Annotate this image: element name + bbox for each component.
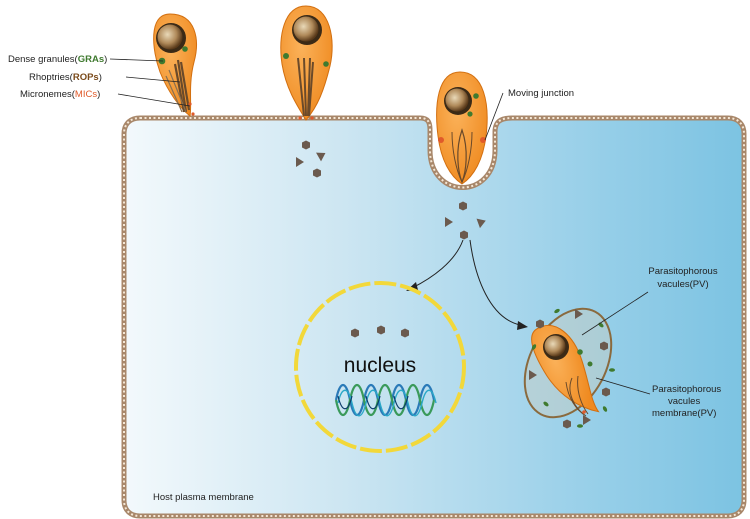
label-dense-granules: Dense granules(GRAs)	[8, 54, 107, 65]
label-pvm-line3: membrane(PV)	[652, 408, 716, 419]
nucleus-label: nucleus	[344, 354, 416, 377]
parasite-3-invading	[436, 71, 488, 185]
label-pv-line1: Parasitophorous	[648, 266, 717, 277]
host-nucleus: nucleus	[294, 281, 466, 453]
parasite-2	[280, 5, 333, 121]
label-pvm-line1: Parasitophorous	[652, 384, 721, 395]
label-pv-line2: vacules(PV)	[657, 279, 708, 290]
label-micronemes: Micronemes(MICs)	[20, 89, 100, 100]
host-plasma-membrane	[123, 117, 745, 517]
dna-helix	[334, 383, 437, 417]
label-pvm-line2: vacules	[668, 396, 700, 407]
label-moving-junction: Moving junction	[508, 88, 574, 99]
label-host-plasma-membrane: Host plasma membrane	[153, 492, 254, 503]
label-rhoptries: Rhoptries(ROPs)	[29, 72, 102, 83]
secreted-particles-mid	[445, 201, 486, 240]
parasitophorous-vacuole	[523, 307, 615, 429]
secreted-particles-top	[296, 140, 326, 178]
host-cell	[121, 115, 747, 519]
